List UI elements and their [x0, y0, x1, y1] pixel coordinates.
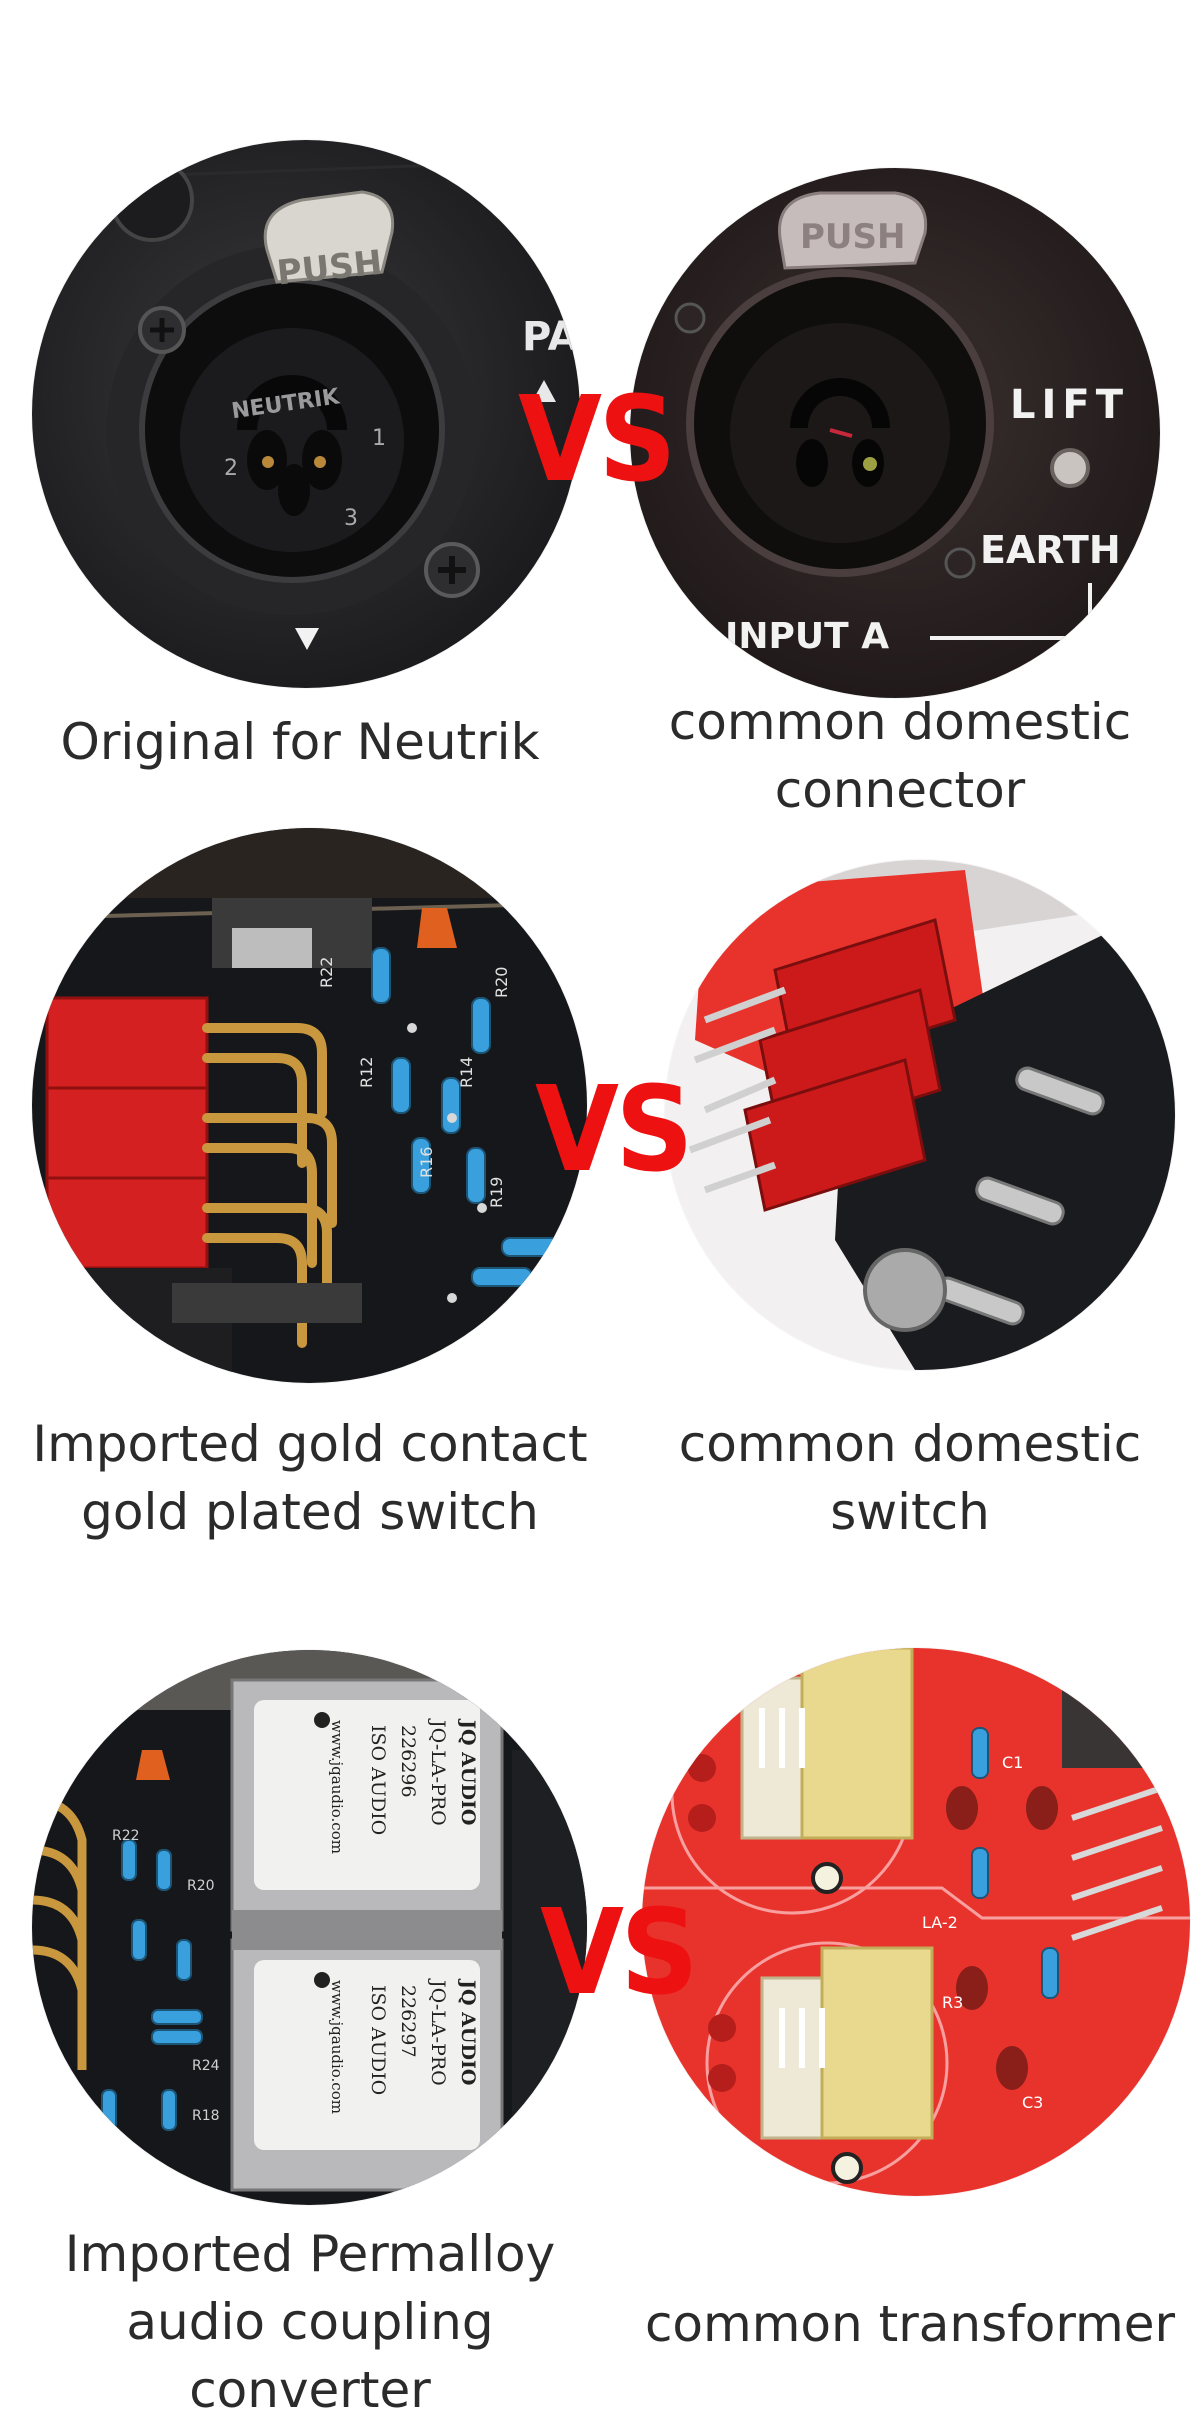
- vs-label: VS: [540, 1883, 699, 2021]
- svg-text:www.jqaudio.com: www.jqaudio.com: [328, 1980, 346, 2114]
- svg-text:R18: R18: [192, 2108, 220, 2124]
- caption-permalloy: Imported Permalloy audio coupling conver…: [64, 2225, 556, 2419]
- svg-text:www.jqaudio.com: www.jqaudio.com: [328, 1720, 346, 1854]
- svg-text:C3: C3: [1022, 2093, 1043, 2112]
- svg-text:PUSH: PUSH: [800, 217, 905, 257]
- vs-label: VS: [518, 370, 677, 508]
- svg-text:R14: R14: [457, 1057, 476, 1088]
- svg-text:R22: R22: [112, 1828, 140, 1844]
- svg-text:INPUT A: INPUT A: [725, 616, 889, 657]
- svg-text:R19: R19: [487, 1177, 506, 1208]
- svg-text:ISO AUDIO: ISO AUDIO: [367, 1985, 389, 2095]
- svg-text:R22: R22: [317, 957, 336, 988]
- gold-switch-photo: R22 R20 R12 R14 R16 R19: [32, 828, 587, 1383]
- svg-text:JQ AUDIO: JQ AUDIO: [457, 1718, 479, 1825]
- permalloy-converter-photo: R22 R20 R24 R18 JQ AUDIO JQ-LA-PRO 22629…: [32, 1650, 587, 2205]
- caption-neutrik: Original for Neutrik: [60, 713, 540, 771]
- neutrik-connector-photo: NEUTRIK 2 1 3 PUSH PA: [32, 140, 580, 688]
- svg-text:R20: R20: [187, 1878, 215, 1894]
- caption-common-transformer: common transformer: [644, 2295, 1176, 2353]
- svg-text:R16: R16: [417, 1147, 436, 1178]
- svg-text:R3: R3: [942, 1993, 963, 2012]
- svg-text:JQ-LA-PRO: JQ-LA-PRO: [427, 1978, 449, 2086]
- svg-text:C1: C1: [1002, 1753, 1023, 1772]
- caption-domestic-connector: common domestic connector: [668, 693, 1132, 819]
- svg-text:JQ AUDIO: JQ AUDIO: [457, 1978, 479, 2085]
- svg-text:226296: 226296: [397, 1725, 419, 1798]
- svg-text:226297: 226297: [397, 1985, 419, 2058]
- svg-text:LIFT: LIFT: [1010, 382, 1129, 428]
- svg-text:JQ-LA-PRO: JQ-LA-PRO: [427, 1718, 449, 1826]
- svg-text:1: 1: [372, 426, 386, 451]
- svg-text:R20: R20: [492, 967, 511, 998]
- vs-label: VS: [535, 1060, 694, 1198]
- svg-text:R12: R12: [357, 1057, 376, 1088]
- caption-domestic-switch: common domestic switch: [678, 1415, 1142, 1541]
- svg-text:2: 2: [224, 456, 238, 481]
- svg-text:EARTH: EARTH: [980, 528, 1121, 572]
- svg-text:ISO AUDIO: ISO AUDIO: [367, 1725, 389, 1835]
- svg-text:LA-2: LA-2: [922, 1913, 958, 1932]
- svg-text:R24: R24: [192, 2058, 220, 2074]
- svg-text:PA: PA: [522, 314, 579, 360]
- caption-gold-switch: Imported gold contact gold plated switch: [32, 1415, 588, 1541]
- domestic-switch-photo: [665, 860, 1175, 1370]
- svg-text:3: 3: [344, 506, 358, 531]
- domestic-connector-photo: PUSH LIFT EARTH INPUT A: [630, 168, 1160, 698]
- common-transformer-photo: LA-2 R3 C3 C1: [642, 1648, 1190, 2196]
